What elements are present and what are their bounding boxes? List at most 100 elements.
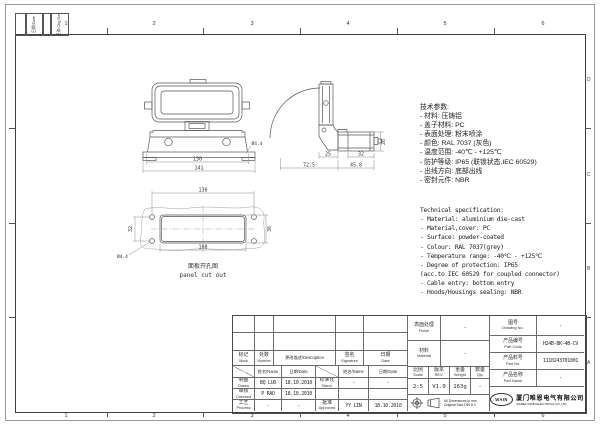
outer-border bbox=[5, 4, 595, 421]
spec-en-line: - Material,cover: PC bbox=[420, 225, 490, 233]
part-no-value: 1110243701001 bbox=[537, 353, 584, 370]
cutout-dim-32: 32 bbox=[128, 226, 134, 232]
part-no-label: 产品料号 Part No. bbox=[490, 353, 537, 370]
frame-tick bbox=[203, 412, 204, 417]
frame-tick bbox=[107, 412, 108, 417]
side-view-dim-lines bbox=[280, 131, 384, 170]
center-lines bbox=[151, 206, 255, 252]
part-code-value: H24B-BK-4B-CV bbox=[537, 336, 584, 353]
staff-header-diagonal bbox=[233, 366, 255, 378]
finish-value: - bbox=[441, 316, 490, 341]
value: - bbox=[386, 380, 390, 386]
label: 姓名/Name bbox=[343, 368, 364, 374]
cutout-caption-en: panel cut out bbox=[180, 272, 227, 279]
spec-cn-line: - 盖子材料: PC bbox=[420, 122, 465, 130]
frame-tick bbox=[494, 412, 495, 417]
value: - bbox=[558, 322, 563, 329]
rev-cell bbox=[233, 316, 255, 333]
front-dim-130: 130 bbox=[193, 157, 202, 163]
corner-box-change-label: 更改/Chg Des bbox=[57, 13, 62, 36]
checked-name: P RAO bbox=[255, 389, 282, 400]
value: 1110243701001 bbox=[542, 358, 579, 364]
frame-tick bbox=[585, 317, 591, 318]
label-en: Drawn bbox=[237, 382, 250, 388]
frame-tick bbox=[300, 28, 301, 34]
label-cn: 处数 bbox=[259, 353, 269, 359]
front-view-dim-lines bbox=[142, 145, 256, 173]
side-dim-45-8: 45.8 bbox=[350, 163, 362, 169]
frame-col-number: 5 bbox=[443, 21, 447, 27]
frame-tick bbox=[9, 128, 15, 129]
value: - bbox=[352, 380, 355, 386]
staff-header-name-1: 姓名/Name bbox=[255, 366, 282, 378]
label-cn: 日期 bbox=[380, 353, 391, 359]
frame-tick bbox=[107, 28, 108, 34]
label-cn: 批准 bbox=[322, 400, 332, 406]
label-cn: 签名 bbox=[344, 353, 355, 359]
label-en: Qty. bbox=[476, 372, 484, 378]
material-label: 材料 Material bbox=[408, 341, 441, 367]
label-en: Weight bbox=[453, 372, 467, 378]
frame-col-number: 6 bbox=[541, 413, 545, 419]
drawn-label: 制图 Drawn bbox=[233, 378, 255, 389]
spec-cn-line: 技术参数: bbox=[420, 104, 450, 111]
label-cn: 产品料号 bbox=[503, 356, 523, 362]
side-dim-height: 26 bbox=[381, 139, 387, 145]
value: - bbox=[478, 383, 482, 390]
frame-col-number: 3 bbox=[250, 413, 254, 419]
cutout-hole-note: Ø4.4 bbox=[117, 253, 128, 260]
label-cn: 比例 bbox=[413, 367, 423, 373]
frame-row-letter: B bbox=[587, 266, 591, 272]
side-dim-72-5: 72.5 bbox=[303, 163, 315, 169]
weight-label: 重量 Weight bbox=[450, 367, 471, 379]
cutout-dim-108: 108 bbox=[198, 245, 207, 251]
stand-name: - bbox=[339, 378, 369, 389]
frame-col-number: 2 bbox=[152, 21, 156, 27]
spec-cn-line: - 颜色: RAL 7037 (灰色) bbox=[420, 140, 492, 148]
part-name-value: - bbox=[537, 370, 584, 387]
rev-header-date: 日期 Date bbox=[364, 351, 408, 366]
label-cn: 数量 bbox=[475, 367, 485, 373]
label-cn: 图号 bbox=[508, 320, 518, 326]
dimension-note: All Dimensions in mm Original Size DIN A… bbox=[444, 399, 477, 408]
spec-en-line: Technical specification: bbox=[420, 207, 504, 214]
staff-header-date-1: 日期/Date bbox=[282, 366, 316, 378]
value: V1.0 bbox=[432, 383, 446, 390]
process-name: - bbox=[255, 400, 282, 411]
side-dim-32: 32 bbox=[358, 152, 364, 158]
frame-tick bbox=[585, 128, 591, 129]
material-value: - bbox=[441, 341, 490, 367]
value: H24B-BK-4B-CV bbox=[542, 341, 579, 347]
weight-value: 163g bbox=[450, 379, 471, 395]
company-name-cn: 厦门唯恩电气有限公司 bbox=[516, 394, 584, 402]
spec-cn-line: - 密封元件: NBR bbox=[420, 176, 470, 184]
rev-header-description: 更改描述/Description bbox=[274, 351, 336, 366]
qty-value: - bbox=[471, 379, 490, 395]
label-cn: 材料 bbox=[419, 348, 429, 354]
stand-label: 标准化 Stand. bbox=[316, 378, 339, 389]
label-cn: 表面处理 bbox=[414, 323, 434, 329]
frame-tick bbox=[203, 28, 204, 34]
corner-box-empty bbox=[15, 13, 27, 36]
rev-cell bbox=[274, 316, 336, 333]
rev-cell bbox=[364, 316, 408, 333]
rev-cell bbox=[233, 333, 255, 351]
front-view-outline bbox=[142, 79, 256, 161]
spec-en-line: - Temperature range: -40℃ - +125℃ bbox=[420, 252, 542, 260]
label: 日期/Date bbox=[289, 368, 308, 374]
rev-header-number: 处数 Number bbox=[255, 351, 274, 366]
label-en: Number bbox=[257, 357, 271, 363]
frame-col-number: 5 bbox=[443, 413, 447, 419]
value: - bbox=[297, 402, 300, 409]
stand-date: - bbox=[369, 378, 408, 389]
frame-tick bbox=[9, 317, 15, 318]
label-en: Part No. bbox=[505, 360, 521, 366]
spec-en-line: (acc.to IEC 60529 for coupled connector) bbox=[420, 270, 560, 278]
staff-header-diagonal bbox=[316, 366, 339, 378]
approved-label: 批准 Approved bbox=[316, 400, 339, 411]
frame-tick bbox=[9, 223, 15, 224]
label-cn: 产品编号 bbox=[503, 339, 523, 345]
scale-label: 比例 Scale bbox=[408, 367, 429, 379]
value: 18.10.2010 bbox=[374, 402, 402, 409]
value: 2:5 bbox=[412, 383, 424, 390]
